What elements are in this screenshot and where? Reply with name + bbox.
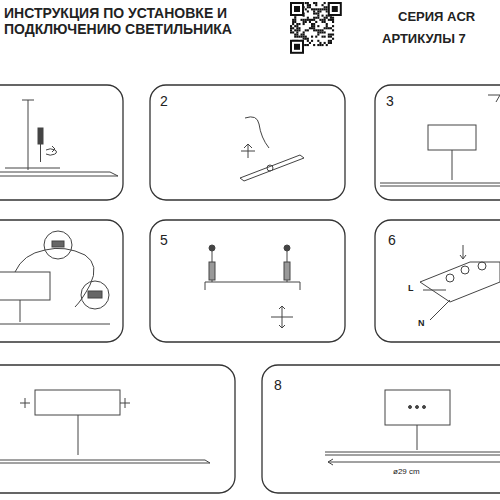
- terminal-block: [420, 262, 500, 302]
- step-number: 8: [274, 377, 282, 393]
- qr-code: [290, 2, 342, 54]
- screw: [212, 250, 287, 282]
- stem: [452, 150, 453, 180]
- step-panel: [0, 220, 123, 342]
- cable: [245, 117, 269, 148]
- screwdriver-handle: [38, 128, 43, 144]
- screwdriver-blade: [40, 144, 41, 162]
- mount-plate: [240, 155, 304, 181]
- page-title: ИНСТРУКЦИЯ ПО УСТАНОВКЕ И ПОДКЛЮЧЕНИЮ СВ…: [4, 5, 284, 37]
- insert-arrow: [460, 245, 466, 259]
- screw-hole: [267, 165, 273, 171]
- step-number: 6: [388, 232, 396, 248]
- screw-head: [284, 245, 290, 251]
- stem: [78, 415, 79, 455]
- step-number: 3: [386, 93, 394, 109]
- move-arrow: [241, 144, 255, 158]
- stem: [417, 425, 418, 450]
- dowel: [284, 262, 290, 280]
- ceiling-mark: [488, 95, 500, 102]
- canopy: [385, 390, 450, 425]
- suspension-rod: [28, 100, 29, 170]
- lamp-disc: [0, 460, 210, 463]
- rod-cap: [22, 100, 34, 101]
- dowel: [209, 262, 215, 280]
- canopy: [0, 272, 50, 300]
- wire: [15, 248, 94, 307]
- wire: [423, 290, 450, 320]
- wire-label: N: [418, 318, 425, 328]
- connector: [88, 291, 102, 298]
- step-panel: [375, 85, 500, 200]
- terminal: [446, 274, 454, 282]
- wire-label: L: [408, 283, 414, 293]
- connector: [52, 241, 64, 247]
- step-panel: [150, 85, 345, 200]
- dimension-label: ø29 cm: [393, 467, 420, 476]
- screw-arrow: [20, 398, 130, 408]
- canopy: [35, 390, 120, 415]
- step-panel: [262, 365, 500, 493]
- step-panel: [150, 220, 345, 342]
- canopy: [428, 125, 476, 150]
- article-label: АРТИКУЛЫ 7: [382, 32, 466, 47]
- bracket: [205, 282, 300, 290]
- lamp-disc: [380, 183, 500, 186]
- step-panel: [0, 365, 235, 493]
- series-label: СЕРИЯ ACR: [398, 10, 475, 25]
- step-number: 2: [160, 93, 168, 109]
- step-number: 5: [160, 232, 168, 248]
- rotate-arrow: [46, 146, 56, 155]
- detail-circle: [44, 231, 72, 259]
- step-panel: [0, 85, 123, 200]
- lamp-disc: [0, 324, 110, 325]
- terminal: [478, 262, 486, 270]
- plate: [5, 168, 60, 169]
- screw-head: [209, 245, 215, 251]
- dimension-line: [328, 459, 500, 465]
- terminal: [461, 266, 469, 274]
- lamp-disc: [0, 172, 118, 176]
- step-panel: [375, 220, 500, 342]
- lamp-disc: [325, 452, 500, 455]
- detail-circle: [81, 281, 109, 309]
- move-arrow: [271, 306, 293, 328]
- stem: [20, 300, 21, 322]
